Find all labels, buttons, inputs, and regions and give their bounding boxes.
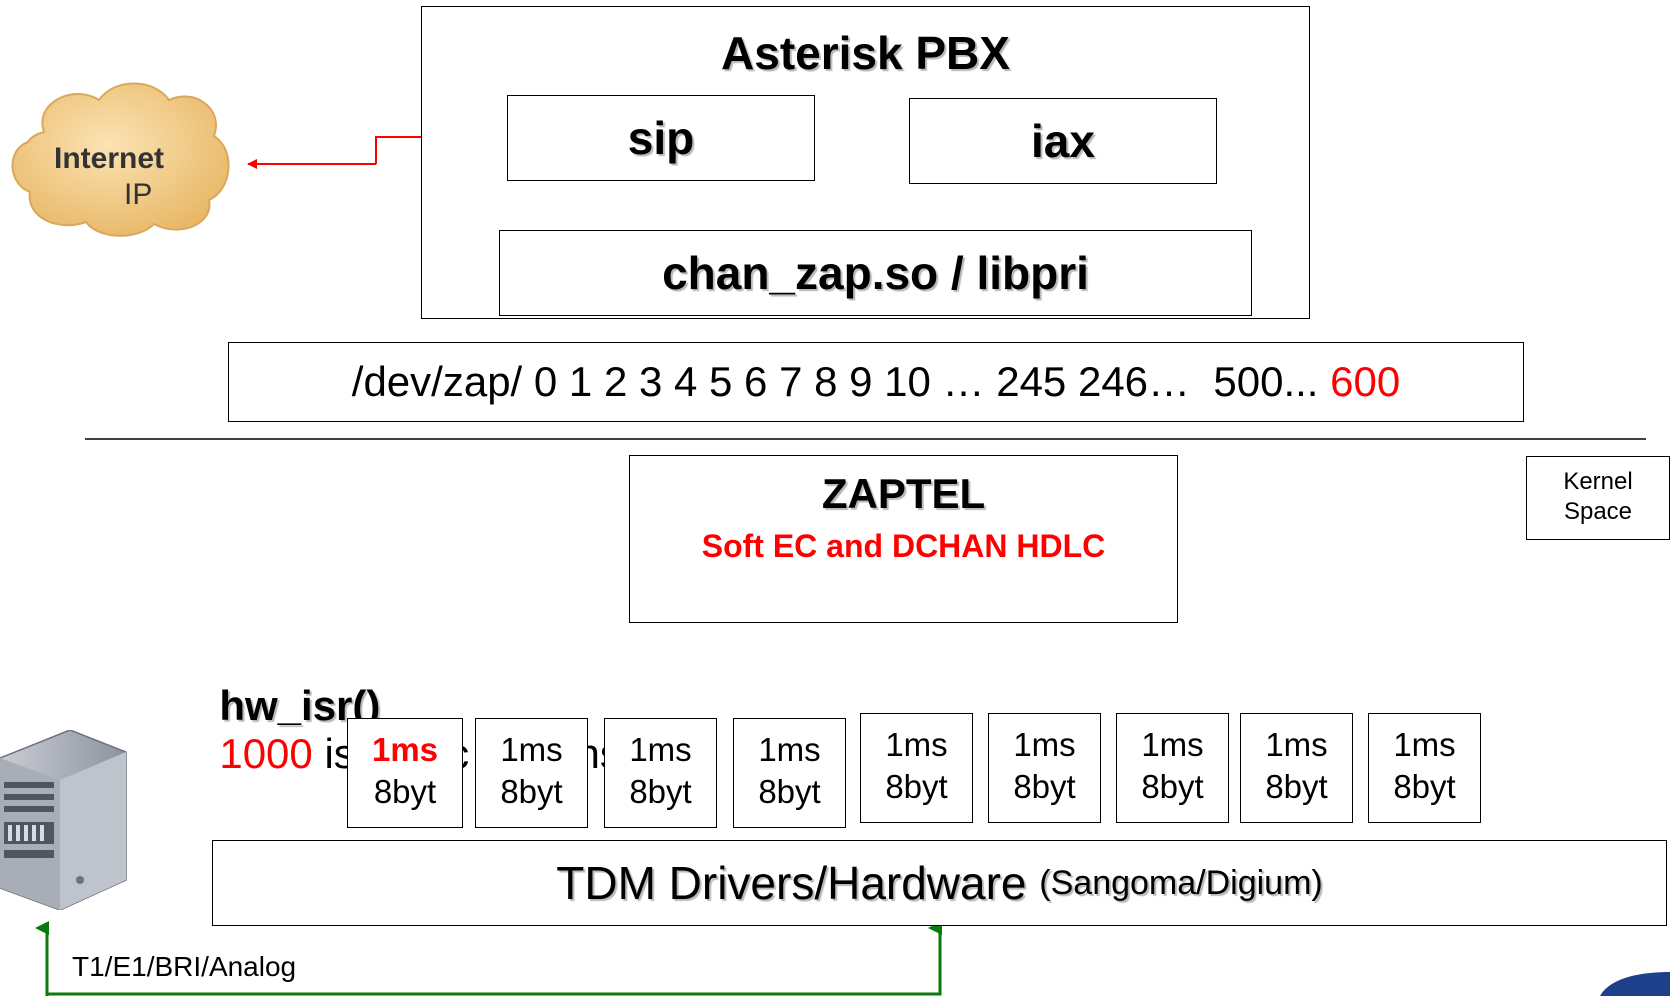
corner-logo-icon xyxy=(1600,972,1670,996)
chan-zap-box: chan_zap.so / libpri xyxy=(499,230,1252,316)
asterisk-pbx-title: Asterisk PBX xyxy=(721,27,1010,79)
zaptel-subtitle: Soft EC and DCHAN HDLC xyxy=(701,528,1106,564)
zaptel-title: ZAPTEL xyxy=(821,470,986,517)
slot-time: 1ms xyxy=(500,731,563,768)
slot-time: 1ms xyxy=(758,731,821,768)
slot-box: 1ms 8byt xyxy=(733,718,846,828)
dev-zap-max-channel: 600 xyxy=(1330,358,1401,405)
slot-size: 8byt xyxy=(629,773,692,810)
slot-time: 1ms xyxy=(1013,726,1076,763)
slot-size: 8byt xyxy=(885,768,948,805)
slot-time: 1ms xyxy=(1265,726,1328,763)
slot-box: 1ms 8byt xyxy=(347,718,463,828)
slot-time: 1ms xyxy=(1393,726,1456,763)
slot-box: 1ms 8byt xyxy=(988,713,1101,823)
slot-size: 8byt xyxy=(500,773,563,810)
zaptel-box: ZAPTEL Soft EC and DCHAN HDLC xyxy=(629,455,1178,623)
iax-module-box: iax xyxy=(909,98,1217,184)
slot-size: 8byt xyxy=(1393,768,1456,805)
slot-size: 8byt xyxy=(373,773,437,810)
t1-e1-label: T1/E1/BRI/Analog xyxy=(72,951,297,982)
dev-zap-channels: /dev/zap/ 0 1 2 3 4 5 6 7 8 9 10 … 245 2… xyxy=(351,358,1331,405)
kernel-space-label: Kernel Space xyxy=(1526,456,1670,540)
cloud-label-internet: Internet xyxy=(54,142,165,175)
slot-size: 8byt xyxy=(1013,768,1076,805)
slot-box: 1ms 8byt xyxy=(1368,713,1481,823)
dev-zap-box: /dev/zap/ 0 1 2 3 4 5 6 7 8 9 10 … 245 2… xyxy=(228,342,1524,422)
isr-rate-value: 1000 xyxy=(219,730,313,777)
slot-time: 1ms xyxy=(885,726,948,763)
cloud-label-ip: IP xyxy=(124,178,153,211)
slot-size: 8byt xyxy=(1265,768,1328,805)
slot-time: 1ms xyxy=(629,731,692,768)
slot-size: 8byt xyxy=(1141,768,1204,805)
slot-time: 1ms xyxy=(371,731,439,768)
tdm-vendor-label: (Sangoma/Digium) xyxy=(1039,863,1323,902)
slot-box: 1ms 8byt xyxy=(860,713,973,823)
cloud-icon xyxy=(11,82,230,237)
slot-box: 1ms 8byt xyxy=(1240,713,1353,823)
slot-time: 1ms xyxy=(1141,726,1204,763)
internet-cloud: Internet IP xyxy=(4,72,236,240)
kernel-space-line2: Space xyxy=(1563,498,1633,525)
kernel-space-line1: Kernel xyxy=(1563,468,1633,495)
sip-module-box: sip xyxy=(507,95,815,181)
slot-size: 8byt xyxy=(758,773,821,810)
slot-box: 1ms 8byt xyxy=(475,718,588,828)
slot-box: 1ms 8byt xyxy=(604,718,717,828)
tdm-drivers-box: TDM Drivers/Hardware (Sangoma/Digium) xyxy=(212,840,1667,926)
server-rack-icon xyxy=(0,730,127,910)
tdm-drivers-label: TDM Drivers/Hardware xyxy=(556,857,1027,909)
slot-box: 1ms 8byt xyxy=(1116,713,1229,823)
